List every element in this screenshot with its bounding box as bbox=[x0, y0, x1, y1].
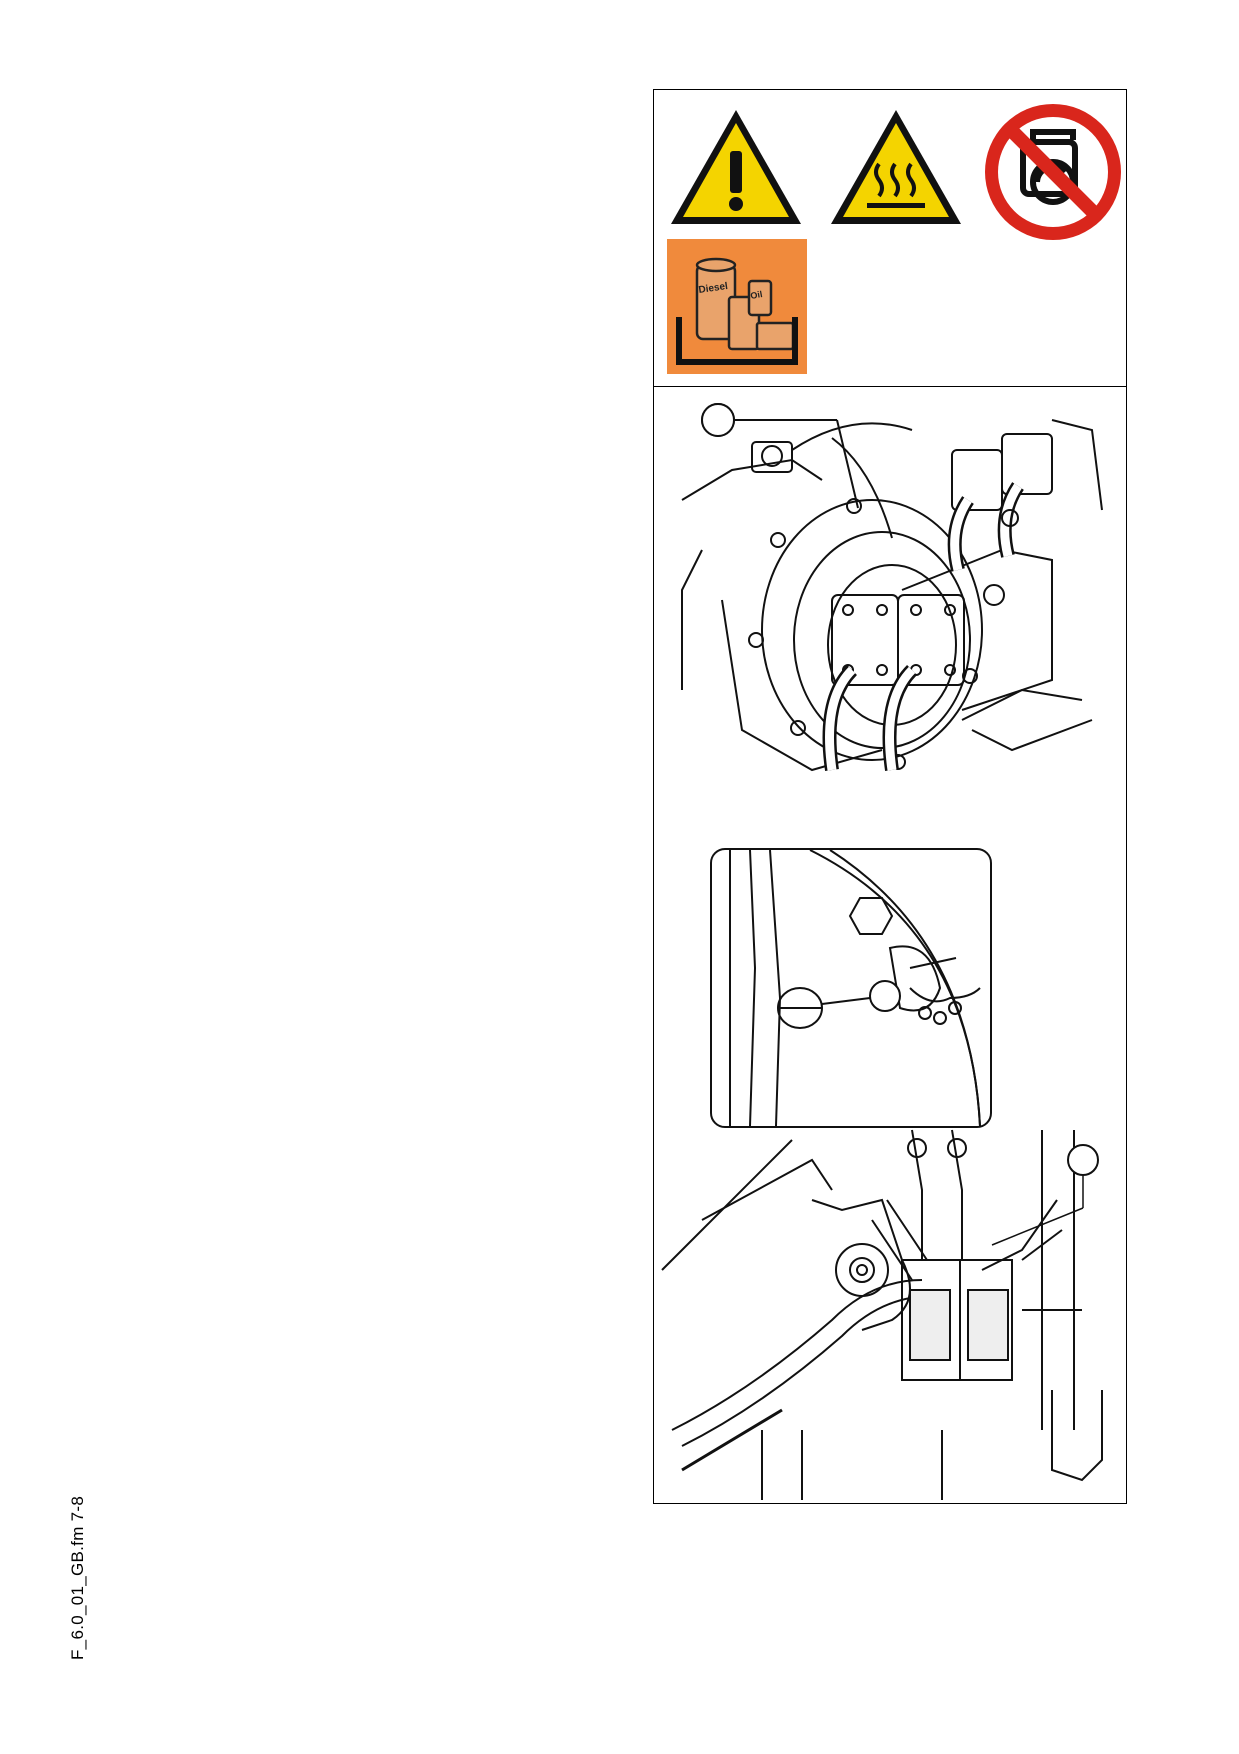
fuel-oil-disposal-icon: Diesel Oil bbox=[667, 239, 807, 374]
svg-text:Diesel: Diesel bbox=[698, 281, 729, 296]
callout-2 bbox=[869, 980, 901, 1012]
pump-coupling-detail-inset bbox=[710, 848, 992, 1128]
general-warning-icon bbox=[671, 110, 801, 224]
hot-surface-warning-icon bbox=[831, 110, 961, 224]
pump-coupling-illustration bbox=[681, 403, 1103, 772]
svg-text:Oil: Oil bbox=[750, 289, 764, 301]
callout-3 bbox=[991, 1144, 1099, 1246]
do-not-operate-engine-icon bbox=[985, 104, 1121, 240]
file-reference-footer: F_6.0_01_GB.fm 7-8 bbox=[68, 1495, 87, 1660]
safety-illustration-panel: Diesel Oil bbox=[653, 89, 1127, 1504]
callout-1 bbox=[701, 403, 735, 437]
panel-divider bbox=[654, 386, 1126, 387]
hydraulic-connection-illustration bbox=[661, 1129, 1103, 1500]
